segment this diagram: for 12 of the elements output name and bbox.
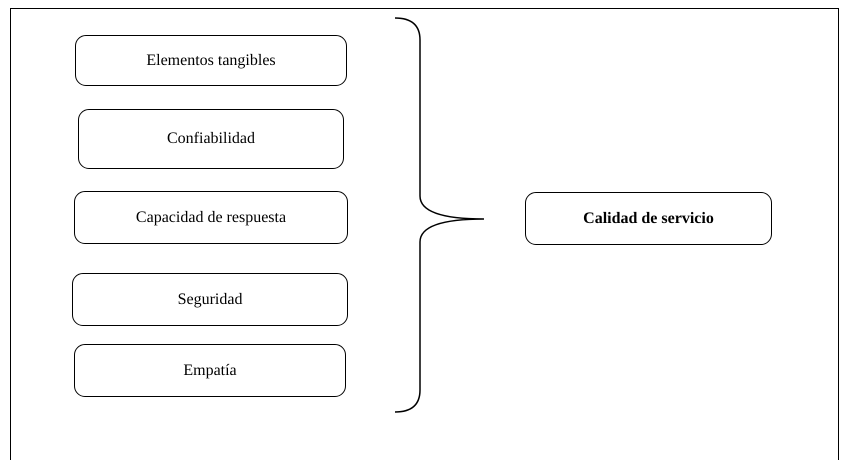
box-label: Elementos tangibles bbox=[146, 52, 276, 70]
rounded-box bbox=[78, 109, 344, 169]
rounded-box bbox=[72, 273, 348, 326]
rounded-box bbox=[525, 192, 772, 245]
box-label: Seguridad bbox=[178, 290, 242, 308]
box-label: Empatía bbox=[183, 362, 237, 380]
rounded-box bbox=[74, 191, 348, 244]
box-label: Capacidad de respuesta bbox=[136, 208, 286, 226]
rounded-box bbox=[75, 35, 347, 86]
box-label: Confiabilidad bbox=[167, 130, 255, 148]
box-label: Calidad de servicio bbox=[583, 210, 714, 228]
rounded-box bbox=[74, 344, 346, 397]
